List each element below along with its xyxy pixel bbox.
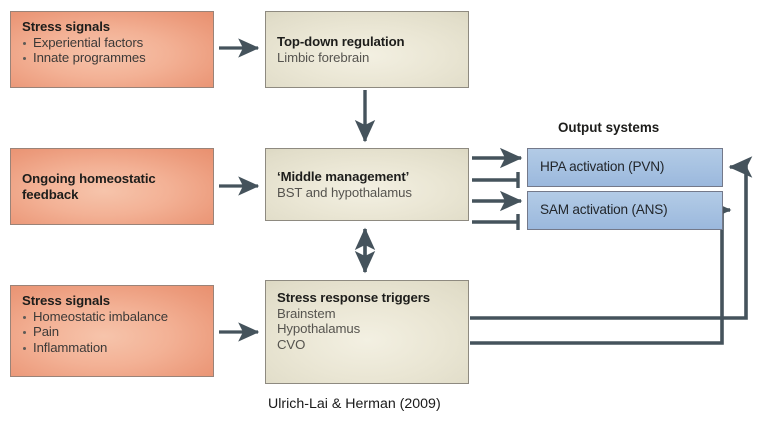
node-title-block: Ongoing homeostatic feedback: [22, 171, 156, 202]
node-sam-activation[interactable]: SAM activation (ANS): [527, 191, 723, 230]
node-title: Stress signals: [22, 293, 111, 308]
node-ongoing-homeostatic-feedback[interactable]: Ongoing homeostatic feedback: [10, 148, 214, 225]
node-stress-signals-top[interactable]: Stress signals Experiential factors Inna…: [10, 11, 214, 88]
node-text-block: Top-down regulation Limbic forebrain: [277, 34, 405, 65]
node-label: SAM activation (ANS): [540, 202, 668, 218]
node-subtitle: BST and hypothalamus: [277, 185, 412, 200]
bullet-list: Experiential factors Innate programmes: [22, 35, 203, 66]
node-top-down-regulation[interactable]: Top-down regulation Limbic forebrain: [265, 11, 469, 88]
node-stress-signals-bottom[interactable]: Stress signals Homeostatic imbalance Pai…: [10, 285, 214, 377]
node-title: Stress response triggers: [277, 290, 430, 305]
edge-triggers-to-hpa: [470, 156, 753, 320]
node-title: Stress signals: [22, 19, 111, 34]
node-subtitle: Brainstem: [277, 305, 336, 321]
edge-middle-to-sam-inhibitory: [472, 214, 520, 230]
figure-caption: Ulrich-Lai & Herman (2009): [268, 396, 441, 412]
bullet-item: Inflammation: [22, 340, 203, 356]
edge-middle-to-hpa-inhibitory: [472, 172, 520, 188]
node-subtitle: Hypothalamus: [277, 321, 361, 337]
bullet-item: Innate programmes: [22, 50, 203, 66]
node-stress-response-triggers[interactable]: Stress response triggers Brainstem Hypot…: [265, 280, 469, 384]
node-title: ‘Middle management’: [277, 169, 410, 185]
node-label: HPA activation (PVN): [540, 159, 665, 175]
node-hpa-activation[interactable]: HPA activation (PVN): [527, 148, 723, 187]
bullet-item: Pain: [22, 324, 203, 340]
node-text-block: ‘Middle management’ BST and hypothalamus: [277, 169, 412, 200]
node-middle-management[interactable]: ‘Middle management’ BST and hypothalamus: [265, 148, 469, 221]
node-subtitle: Limbic forebrain: [277, 50, 370, 65]
output-systems-label: Output systems: [558, 120, 660, 135]
node-subtitle: CVO: [277, 337, 306, 353]
node-title-line2: feedback: [22, 187, 79, 202]
bullet-item: Experiential factors: [22, 35, 203, 51]
bullet-list: Homeostatic imbalance Pain Inflammation: [22, 309, 203, 356]
node-title: Top-down regulation: [277, 34, 405, 50]
bullet-item: Homeostatic imbalance: [22, 309, 203, 325]
node-title: Ongoing homeostatic: [22, 171, 156, 187]
